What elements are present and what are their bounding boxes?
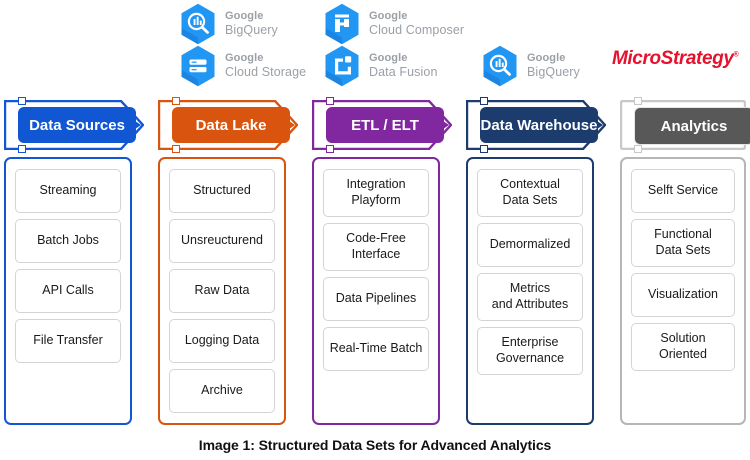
data-fusion-icon	[322, 44, 362, 88]
stage-header-data-lake[interactable]: Data Lake	[158, 96, 298, 154]
stage-header-data-sources[interactable]: Data Sources	[4, 96, 144, 154]
logo-line2: Cloud Composer	[369, 23, 465, 38]
bigquery-icon	[178, 2, 218, 46]
registered-mark: ®	[733, 51, 739, 59]
selection-handle-top[interactable]	[18, 97, 26, 105]
stage-item[interactable]: File Transfer	[15, 319, 121, 363]
stage-pill-analytics[interactable]: Analytics	[634, 107, 750, 145]
stage-item[interactable]: Selft Service	[631, 169, 735, 213]
logo-line1: Google	[369, 10, 408, 23]
selection-handle-top[interactable]	[326, 97, 334, 105]
selection-handle-bottom[interactable]	[480, 145, 488, 153]
stage-item[interactable]: API Calls	[15, 269, 121, 313]
stage-header-data-warehouse[interactable]: Data Warehouse	[466, 96, 606, 154]
bigquery-icon	[480, 44, 520, 88]
logo-microstrategy: MicroStrategy®	[612, 48, 739, 70]
stage-item[interactable]: Code-Free Interface	[323, 223, 429, 271]
logo-line1: Google	[527, 52, 566, 65]
logo-line2: Data Fusion	[369, 65, 438, 80]
selection-handle-bottom[interactable]	[172, 145, 180, 153]
stage-item[interactable]: Archive	[169, 369, 275, 413]
stage-item[interactable]: Integration Playform	[323, 169, 429, 217]
stage-item[interactable]: Metrics and Attributes	[477, 273, 583, 321]
stage-item[interactable]: Enterprise Governance	[477, 327, 583, 375]
stage-label: Data Sources	[29, 116, 125, 134]
selection-handle-bottom[interactable]	[634, 145, 642, 153]
stage-pill-data-warehouse[interactable]: Data Warehouse	[480, 107, 598, 143]
stage-item[interactable]: Functional Data Sets	[631, 219, 735, 267]
stage-item[interactable]: Raw Data	[169, 269, 275, 313]
stage-item[interactable]: Real-Time Batch	[323, 327, 429, 371]
stage-label: Data Lake	[195, 116, 267, 134]
stage-label: Analytics	[660, 117, 728, 135]
selection-handle-top[interactable]	[480, 97, 488, 105]
stage-pill-data-sources[interactable]: Data Sources	[18, 107, 136, 143]
microstrategy-label: MicroStrategy	[612, 48, 734, 69]
stage-item[interactable]: Batch Jobs	[15, 219, 121, 263]
stage-label: Data Warehouse	[480, 116, 598, 134]
logo-line2: BigQuery	[527, 65, 580, 80]
stage-item[interactable]: Unsreucturend	[169, 219, 275, 263]
stage-item[interactable]: Demormalized	[477, 223, 583, 267]
selection-handle-bottom[interactable]	[18, 145, 26, 153]
selection-handle-top[interactable]	[634, 97, 642, 105]
logo-line1: Google	[369, 52, 408, 65]
stage-label: ETL / ELT	[351, 116, 419, 134]
stage-pill-etl-elt[interactable]: ETL / ELT	[326, 107, 444, 143]
cloud-storage-icon	[178, 44, 218, 88]
stage-item[interactable]: Data Pipelines	[323, 277, 429, 321]
stage-header-band: Data Sources Data Lake ETL / ELT Data Wareh…	[0, 96, 750, 154]
logo-line2: Cloud Storage	[225, 65, 307, 80]
logo-line2: BigQuery	[225, 23, 278, 38]
stage-item[interactable]: Streaming	[15, 169, 121, 213]
stage-item[interactable]: Contextual Data Sets	[477, 169, 583, 217]
stage-header-analytics[interactable]: Analytics	[620, 96, 750, 154]
stage-header-etl-elt[interactable]: ETL / ELT	[312, 96, 452, 154]
logo-line1: Google	[225, 10, 264, 23]
cloud-composer-icon	[322, 2, 362, 46]
stage-item[interactable]: Solution Oriented	[631, 323, 735, 371]
logo-line1: Google	[225, 52, 264, 65]
stage-pill-data-lake[interactable]: Data Lake	[172, 107, 290, 143]
stage-item[interactable]: Logging Data	[169, 319, 275, 363]
stage-item[interactable]: Visualization	[631, 273, 735, 317]
stage-item[interactable]: Structured	[169, 169, 275, 213]
selection-handle-bottom[interactable]	[326, 145, 334, 153]
selection-handle-top[interactable]	[172, 97, 180, 105]
figure-caption: Image 1: Structured Data Sets for Advanc…	[198, 437, 552, 453]
